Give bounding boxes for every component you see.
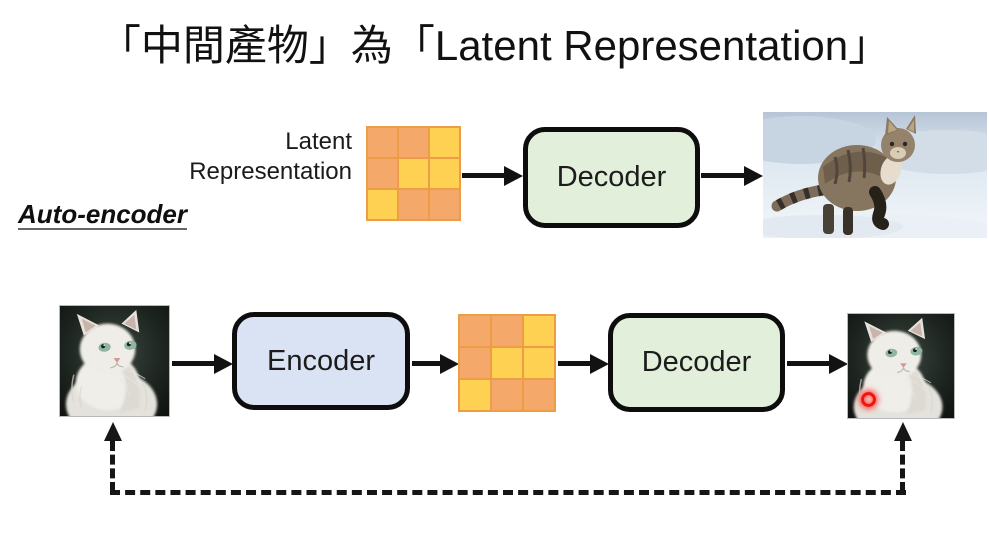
latent-cell-yellow [492, 348, 522, 378]
latent-cell-orange [524, 380, 554, 410]
page-title: 「中間產物」為「Latent Representation」 [98, 22, 891, 69]
decoded-tabby-cat-snow-image [763, 112, 987, 238]
latent-grid-bottom [458, 314, 556, 412]
latent-cell-orange [368, 128, 397, 157]
reconstructed-white-cat-image [847, 313, 955, 419]
latent-cell-yellow [524, 348, 554, 378]
dashed-line-bottom [110, 490, 906, 495]
arrow-input-to-encoder [172, 353, 233, 374]
decoder-box-top: Decoder [523, 127, 700, 228]
white-cat-illustration [60, 306, 169, 416]
dashed-arrowhead-left [104, 422, 122, 441]
latent-label-line2: Representation [189, 158, 352, 185]
latent-cell-orange [399, 128, 428, 157]
arrow-grid-to-decoder2 [558, 353, 609, 374]
latent-cell-orange [460, 316, 490, 346]
reconstruction-difference-marker [861, 392, 876, 407]
latent-cell-yellow [460, 380, 490, 410]
latent-cell-orange [368, 159, 397, 188]
dashed-arrowhead-right [894, 422, 912, 441]
dashed-line-right [900, 441, 905, 492]
arrow-decoder-to-reconstruction [787, 353, 848, 374]
latent-grid-top [366, 126, 461, 221]
encoder-box: Encoder [232, 312, 410, 410]
tabby-cat-illustration [763, 112, 987, 238]
input-white-cat-image [59, 305, 170, 417]
latent-cell-yellow [399, 159, 428, 188]
latent-cell-orange [460, 348, 490, 378]
arrow-grid-to-decoder [462, 165, 523, 186]
latent-cell-yellow [430, 159, 459, 188]
latent-cell-orange [430, 190, 459, 219]
latent-label-line1: Latent [285, 128, 352, 155]
decoder-box-bottom: Decoder [608, 313, 785, 412]
latent-cell-orange [492, 380, 522, 410]
auto-encoder-heading: Auto-encoder [18, 199, 187, 229]
decoder-box-top-label: Decoder [556, 161, 667, 193]
latent-cell-orange [492, 316, 522, 346]
latent-cell-orange [399, 190, 428, 219]
latent-cell-yellow [430, 128, 459, 157]
arrow-encoder-to-grid [412, 353, 459, 374]
decoder-box-bottom-label: Decoder [641, 346, 752, 378]
encoder-box-label: Encoder [266, 344, 375, 377]
arrow-decoder-to-output [701, 165, 763, 186]
latent-cell-yellow [368, 190, 397, 219]
dashed-line-left [110, 441, 115, 492]
latent-representation-label: Latent Representation [158, 127, 352, 187]
latent-cell-yellow [524, 316, 554, 346]
